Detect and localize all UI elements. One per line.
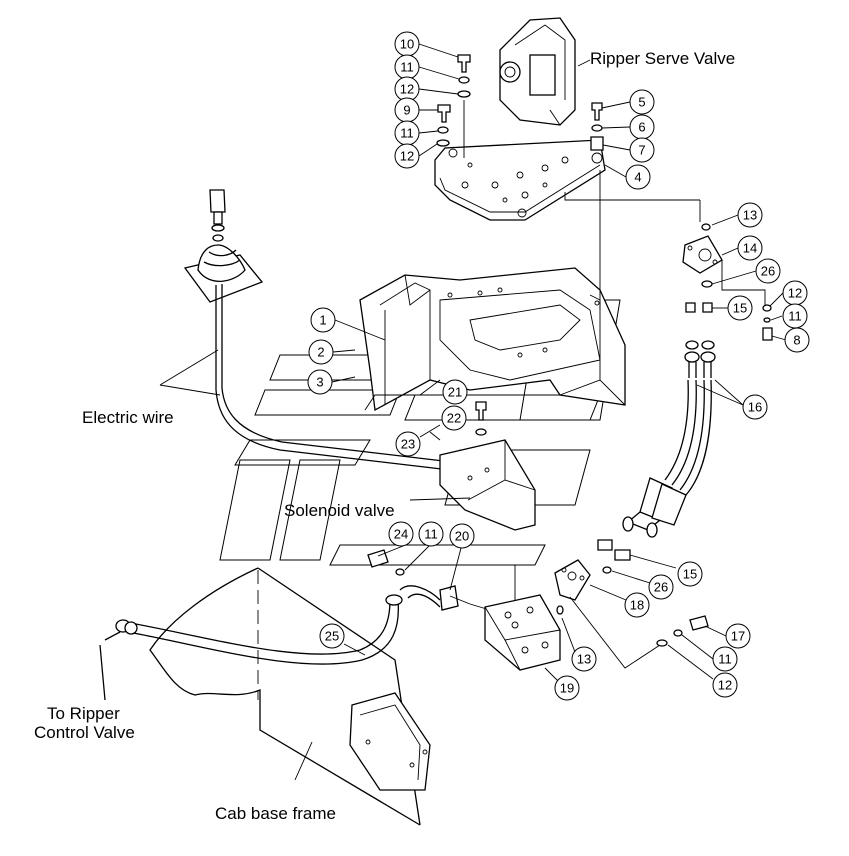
svg-text:23: 23 — [401, 437, 415, 452]
callout-6: 6 — [629, 114, 655, 140]
svg-text:21: 21 — [448, 385, 462, 400]
callout-22: 22 — [441, 405, 467, 431]
svg-text:6: 6 — [638, 120, 645, 135]
callout-20: 20 — [449, 523, 475, 549]
callout-11: 11 — [782, 303, 808, 329]
svg-text:24: 24 — [394, 527, 408, 542]
svg-text:12: 12 — [400, 149, 414, 164]
svg-text:13: 13 — [743, 208, 757, 223]
svg-text:26: 26 — [654, 580, 668, 595]
svg-text:18: 18 — [630, 598, 644, 613]
callout-26: 26 — [648, 574, 674, 600]
svg-text:15: 15 — [733, 301, 747, 316]
svg-text:11: 11 — [400, 60, 414, 75]
callout-21: 21 — [442, 379, 468, 405]
label-control-valve: Control Valve — [34, 723, 135, 742]
svg-text:19: 19 — [560, 681, 574, 696]
mounting-plate — [434, 100, 700, 310]
label-solenoid-valve: Solenoid valve — [284, 501, 395, 520]
callout-11: 11 — [418, 521, 444, 547]
callout-7: 7 — [629, 137, 655, 163]
callout-14: 14 — [737, 235, 763, 261]
callout-17: 17 — [725, 623, 751, 649]
callout-18: 18 — [624, 592, 650, 618]
svg-text:1: 1 — [319, 313, 326, 328]
svg-text:11: 11 — [718, 652, 732, 667]
callout-15: 15 — [727, 295, 753, 321]
callout-11: 11 — [712, 646, 738, 672]
svg-text:16: 16 — [748, 400, 762, 415]
ripper-serve-valve — [499, 17, 591, 126]
label-electric-wire: Electric wire — [82, 408, 174, 427]
callout-1: 1 — [310, 307, 336, 333]
callout-10: 10 — [394, 31, 420, 57]
svg-text:7: 7 — [638, 143, 645, 158]
svg-text:12: 12 — [718, 678, 732, 693]
svg-text:11: 11 — [788, 309, 802, 324]
svg-text:11: 11 — [400, 126, 414, 141]
callout-13: 13 — [737, 202, 763, 228]
fasteners-top — [436, 54, 604, 151]
callout-13: 13 — [571, 646, 597, 672]
callout-8: 8 — [784, 327, 810, 353]
callout-23: 23 — [395, 431, 421, 457]
callout-24: 24 — [388, 521, 414, 547]
solenoid-valve-body — [429, 401, 536, 531]
callout-12: 12 — [394, 143, 420, 169]
callout-26: 26 — [755, 258, 781, 284]
svg-text:11: 11 — [424, 527, 438, 542]
flange-14 — [682, 200, 773, 341]
fitting-block — [367, 549, 561, 671]
callout-3: 3 — [307, 369, 333, 395]
callout-16: 16 — [742, 394, 768, 420]
bracket-frame — [359, 267, 626, 412]
svg-text:17: 17 — [731, 629, 745, 644]
flange-18 — [554, 539, 709, 669]
callout-12: 12 — [782, 280, 808, 306]
svg-text:25: 25 — [325, 629, 339, 644]
svg-text:4: 4 — [634, 170, 641, 185]
callout-15: 15 — [677, 561, 703, 587]
svg-text:20: 20 — [455, 529, 469, 544]
callout-12: 12 — [394, 76, 420, 102]
svg-text:13: 13 — [577, 652, 591, 667]
svg-text:26: 26 — [761, 264, 775, 279]
svg-text:15: 15 — [683, 567, 697, 582]
callout-25: 25 — [319, 623, 345, 649]
svg-text:8: 8 — [793, 333, 800, 348]
label-to-ripper: To Ripper — [47, 704, 120, 723]
control-lever — [183, 189, 453, 471]
callout-2: 2 — [308, 339, 334, 365]
svg-text:10: 10 — [400, 37, 414, 52]
callout-4: 4 — [625, 164, 651, 190]
callout-11: 11 — [394, 120, 420, 146]
svg-text:14: 14 — [743, 241, 757, 256]
svg-text:3: 3 — [316, 375, 323, 390]
svg-text:12: 12 — [400, 82, 414, 97]
hoses-16 — [622, 302, 716, 538]
callout-9: 9 — [394, 97, 420, 123]
svg-text:5: 5 — [638, 95, 645, 110]
hose-25 — [99, 594, 403, 701]
callout-19: 19 — [554, 675, 580, 701]
label-ripper-serve-valve: Ripper Serve Valve — [590, 49, 735, 68]
callout-5: 5 — [629, 89, 655, 115]
callout-11: 11 — [394, 54, 420, 80]
svg-text:22: 22 — [447, 411, 461, 426]
svg-text:9: 9 — [403, 103, 410, 118]
svg-text:12: 12 — [788, 286, 802, 301]
callout-12: 12 — [712, 672, 738, 698]
cab-base-frame — [149, 567, 431, 826]
leader-lines — [159, 43, 787, 781]
svg-text:2: 2 — [317, 345, 324, 360]
label-cab-base-frame: Cab base frame — [215, 804, 336, 823]
